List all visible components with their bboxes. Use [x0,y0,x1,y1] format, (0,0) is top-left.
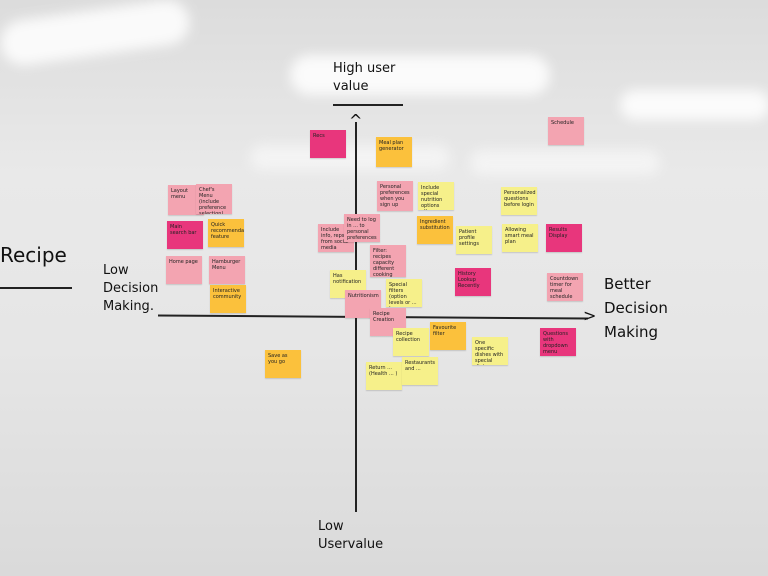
light-glare [470,150,660,175]
sticky-note: Quick recommendation feature [208,219,244,247]
axis-label-right: Better Decision Making [604,275,668,341]
sticky-note: Main search bar [167,221,203,249]
sticky-note: Include special nutrition options allow … [418,182,454,210]
sticky-note: Patient profile settings [456,226,492,254]
sticky-note: Favourite filter [430,322,466,350]
sticky-note: Return ... (Health ... ) [366,362,402,390]
sticky-note: Save as you go [265,350,301,378]
sticky-note: Schedule [548,117,584,145]
sticky-note: Results Display [546,224,582,252]
sticky-note: Allowing smart meal plan [502,224,538,252]
arrow-right-icon: > [583,306,597,325]
title-underline [0,287,72,289]
sticky-note: Home page [166,256,202,284]
board-title: Recipe [0,243,67,267]
sticky-note: Countdown timer for meal schedule [547,273,583,301]
sticky-note: Meal plan generator [376,137,412,167]
sticky-note: Hamburger Menu [209,256,245,284]
sticky-note: Restaurants and ... [402,357,438,385]
sticky-note: Personalized questions before login [501,187,537,215]
sticky-note: Recipe collection [393,328,429,356]
axis-label-underline [333,104,403,106]
sticky-note: Questions with dropdown menu [540,328,576,356]
sticky-note: Interactive community [210,285,246,313]
arrow-up-icon: ^ [349,111,363,130]
sticky-note: One specific dishes with special dietary… [472,337,508,365]
sticky-note: Special filters (option levels or ... ) [386,279,422,307]
sticky-note: Ingredient substitution [417,216,453,244]
sticky-note: History Lookup Recently [455,268,491,296]
sticky-note: Chef's Menu (include preference selectio… [196,184,232,214]
axis-label-bottom: Low Uservalue [318,519,384,552]
light-glare [250,145,450,170]
light-glare [0,0,193,69]
sticky-note: Recs [310,130,346,158]
light-glare [620,90,768,120]
sticky-note: Filter: recipes capacity different cooki… [370,245,406,277]
axis-label-top: High user value [333,61,396,94]
sticky-note: Need to log in ... to personal preferenc… [344,214,380,242]
axis-label-left: Low Decision Making. [103,263,159,314]
light-glare [290,55,550,95]
sticky-note: Personal preferences when you sign up [377,181,413,211]
